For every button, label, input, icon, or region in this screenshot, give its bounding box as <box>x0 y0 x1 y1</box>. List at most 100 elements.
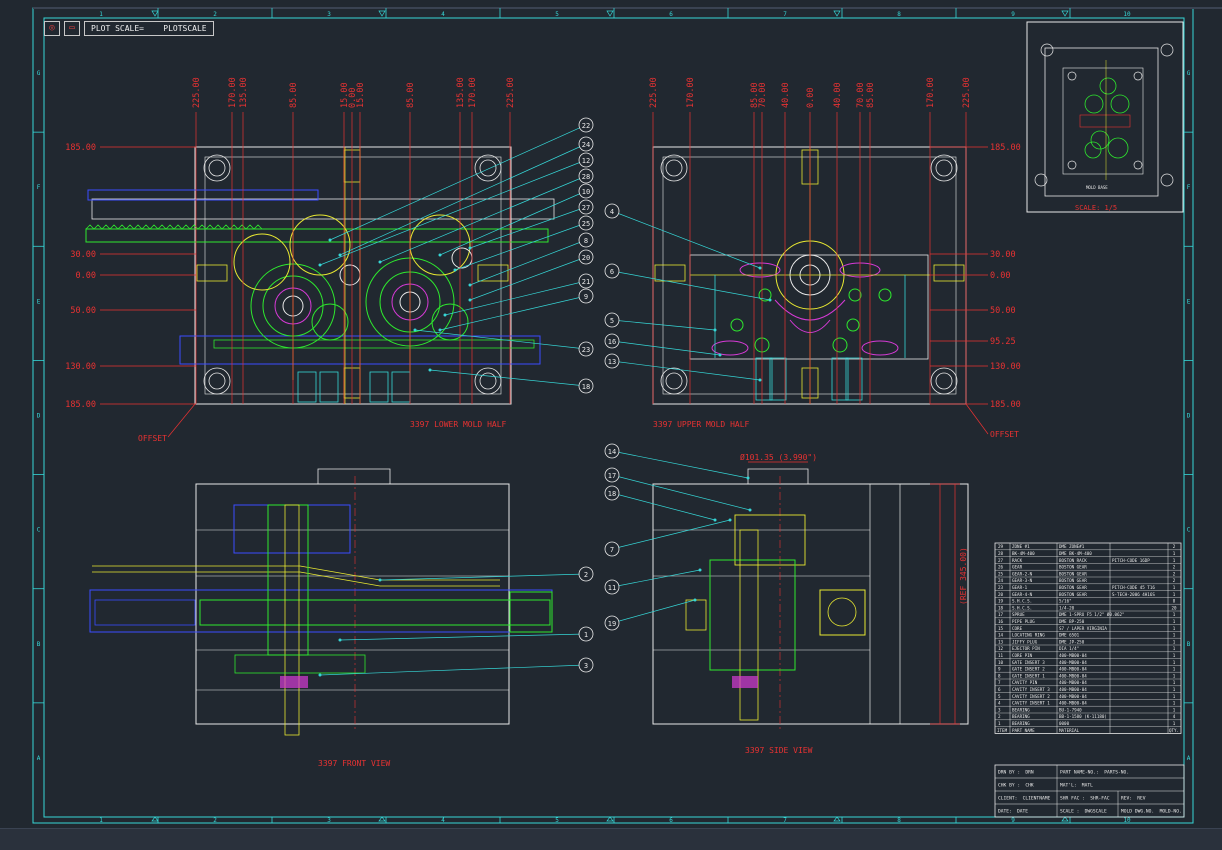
bom-name: GEAR-1 <box>1012 585 1028 590</box>
balloon-callout[interactable]: 27 <box>468 199 594 250</box>
titleblock-matl-value: MATL <box>1082 782 1093 788</box>
col-label-bottom: 6 <box>669 817 673 824</box>
balloon-callout[interactable]: 21 <box>443 273 594 317</box>
bom-item: 27 <box>998 558 1004 563</box>
balloon-callout[interactable]: 2 <box>378 566 594 582</box>
balloon-callout[interactable]: 24 <box>338 136 594 257</box>
balloon-number: 27 <box>582 204 590 212</box>
balloon-callout[interactable]: 9 <box>438 288 594 332</box>
balloon-callout[interactable]: 7 <box>604 518 732 557</box>
plot-scale-field[interactable]: PLOT SCALE= PLOTSCALE <box>84 20 214 36</box>
side-view <box>652 461 969 730</box>
bom-name: GEAR-3-N <box>1012 578 1033 583</box>
dimension-label: 0.00 <box>76 271 96 281</box>
bom-name: BK-4M-400 <box>1012 551 1035 556</box>
balloon-callout[interactable]: 8 <box>468 232 594 287</box>
bom-material: DME BK-4M-400 <box>1059 551 1092 556</box>
dimension-label: 185.00 <box>990 143 1021 153</box>
balloon-callout[interactable]: 16 <box>604 333 722 357</box>
balloon-number: 28 <box>582 173 590 181</box>
balloon-number: 18 <box>582 383 590 391</box>
balloon-callout[interactable]: 23 <box>413 328 594 357</box>
bom-item: 18 <box>998 605 1004 610</box>
balloon-callout[interactable]: 18 <box>604 485 717 522</box>
balloon-number: 8 <box>584 237 588 245</box>
bom-note: PITCH-CODE 45 T16 <box>1112 585 1155 590</box>
balloon-callout[interactable]: 19 <box>604 598 697 631</box>
balloon-number: 2 <box>584 571 588 579</box>
balloon-number: 17 <box>608 472 616 480</box>
balloon-callout[interactable]: 17 <box>604 467 752 512</box>
bom-name: EJECTOR PIN <box>1012 646 1040 651</box>
bom-item: 29 <box>998 544 1004 549</box>
balloon-callout[interactable]: 5 <box>604 312 717 332</box>
bom-material: DME ZONE#1 <box>1059 544 1085 549</box>
bom-item: 28 <box>998 551 1004 556</box>
bom-name: JIFFY PLUG <box>1012 639 1038 644</box>
balloon-callout[interactable]: 1 <box>338 626 594 642</box>
balloon-callout[interactable]: 13 <box>604 353 762 382</box>
bom-material: DME 6501 <box>1059 633 1080 638</box>
plot-toolbar: ◎ ▭ PLOT SCALE= PLOTSCALE <box>44 20 214 36</box>
dimension-label: 130.00 <box>990 362 1021 372</box>
bom-material: BOSTON GEAR <box>1059 585 1087 590</box>
balloon-callout[interactable]: 10 <box>438 183 594 257</box>
titleblock-chk-value: CHK <box>1025 782 1034 788</box>
bom-material: DME BP-250 <box>1059 619 1085 624</box>
balloon-callout[interactable]: 4 <box>604 203 762 270</box>
bom-qty: 1 <box>1173 551 1176 556</box>
dimension-label: 0.00 <box>348 88 358 108</box>
dimension-label: 135.00 <box>456 77 466 108</box>
target-icon[interactable]: ◎ <box>44 20 60 36</box>
row-label-right: D <box>1187 413 1191 420</box>
bom-material: BU-1-7940 <box>1059 707 1082 712</box>
bom-material: BB-1-1580 (K-11180) <box>1059 714 1107 719</box>
bom-name: LOCATING RING <box>1012 633 1045 638</box>
upper-mold-half-view <box>652 146 967 405</box>
bom-name: BEARING <box>1012 707 1030 712</box>
row-label-right: F <box>1187 184 1191 191</box>
titleblock-mold-no-value: MOLD-NO. <box>1160 808 1182 814</box>
bom-name: CORE <box>1012 626 1023 631</box>
balloon-callout[interactable]: 25 <box>453 215 594 272</box>
dimension-label: 30.00 <box>990 250 1016 260</box>
balloon-callout[interactable]: 18 <box>428 368 594 394</box>
side-diameter-label: Ø101.35 (3.990") <box>740 452 817 462</box>
dimension-label: 130.00 <box>65 362 96 372</box>
balloon-callout[interactable]: 6 <box>604 263 772 302</box>
bom-item: 9 <box>998 667 1001 672</box>
balloon-callout[interactable]: 22 <box>328 117 594 242</box>
bom-note: S-TECH-2006 4H16S <box>1112 592 1155 597</box>
row-label-right: A <box>1187 755 1191 762</box>
bom-note: PITCH-CODE 16DP <box>1112 558 1150 563</box>
bom-qty: 1 <box>1173 660 1176 665</box>
plot-scale-value: PLOTSCALE <box>163 23 207 33</box>
dimension-label: 15.00 <box>356 82 366 108</box>
balloon-callout[interactable]: 14 <box>604 443 750 480</box>
bom-qty: 2 <box>1173 544 1176 549</box>
balloon-number: 18 <box>608 490 616 498</box>
row-label-left: E <box>37 298 41 305</box>
window-icon[interactable]: ▭ <box>64 20 80 36</box>
inset-view: MOLD BASE SCALE: 1/5 <box>1026 21 1184 213</box>
bom-qty: 2 <box>1173 578 1176 583</box>
balloon-callout[interactable]: 20 <box>468 249 594 302</box>
balloon-callout[interactable]: 28 <box>378 168 594 264</box>
balloon-callout[interactable]: 11 <box>604 568 702 595</box>
balloon-callout[interactable]: 12 <box>318 152 594 267</box>
dimension-label: 50.00 <box>990 306 1016 316</box>
balloon-callout[interactable]: 3 <box>318 657 594 677</box>
balloon-number: 3 <box>584 662 588 670</box>
dimension-label: 85.00 <box>406 82 416 108</box>
